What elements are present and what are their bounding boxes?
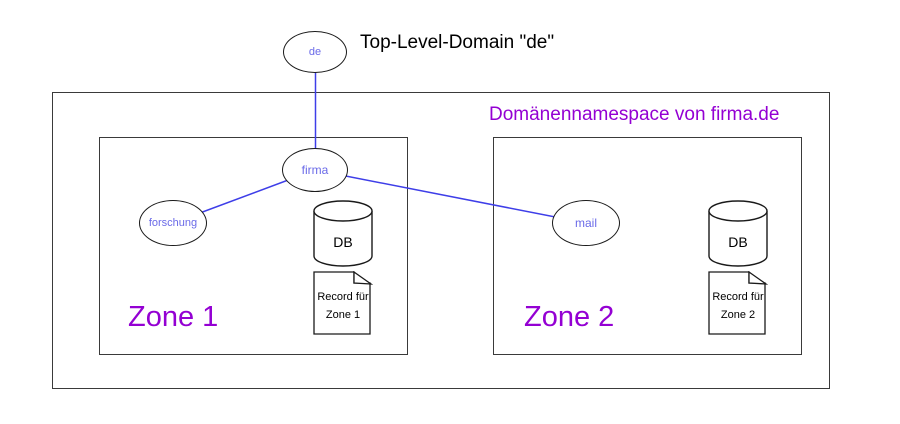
firma-node: firma	[282, 148, 348, 192]
zone1-record-line1: Record für	[317, 291, 369, 303]
zone2-record-line2: Zone 2	[720, 309, 756, 321]
tld-de-node: de	[283, 31, 347, 73]
zone2-record-line1: Record für	[712, 291, 764, 303]
firma-node-label: firma	[301, 163, 329, 177]
database-cylinder-icon	[313, 200, 373, 267]
zone2-record-label: Record für Zone 2	[708, 288, 768, 324]
forschung-node-label: forschung	[148, 217, 198, 229]
namespace-boundary-rect	[52, 92, 830, 389]
forschung-node: forschung	[139, 200, 207, 246]
zone1-record-document: Record für Zone 1	[313, 271, 373, 335]
zone2-database-cylinder: DB	[707, 200, 769, 268]
zone2-boundary-rect	[493, 137, 802, 355]
zone2-title: Zone 2	[524, 301, 615, 333]
mail-node: mail	[552, 200, 620, 246]
zone1-record-line2: Zone 1	[325, 309, 361, 321]
mail-node-label: mail	[574, 216, 597, 230]
tld-de-node-label: de	[308, 46, 322, 58]
zone1-database-cylinder: DB	[312, 200, 374, 268]
zone2-db-label: DB	[728, 234, 748, 250]
namespace-caption: Domänennamespace von firma.de	[489, 104, 780, 125]
document-icon	[313, 271, 373, 335]
document-icon	[708, 271, 768, 335]
zone1-record-label: Record für Zone 1	[313, 288, 373, 324]
zone1-title: Zone 1	[128, 301, 219, 333]
zone2-record-document: Record für Zone 2	[708, 271, 768, 335]
tld-caption: Top-Level-Domain "de"	[360, 32, 555, 53]
zone1-db-label: DB	[333, 234, 353, 250]
database-cylinder-icon	[708, 200, 768, 267]
zone1-boundary-rect	[99, 137, 408, 355]
edge-firma-mail	[314, 169, 587, 224]
